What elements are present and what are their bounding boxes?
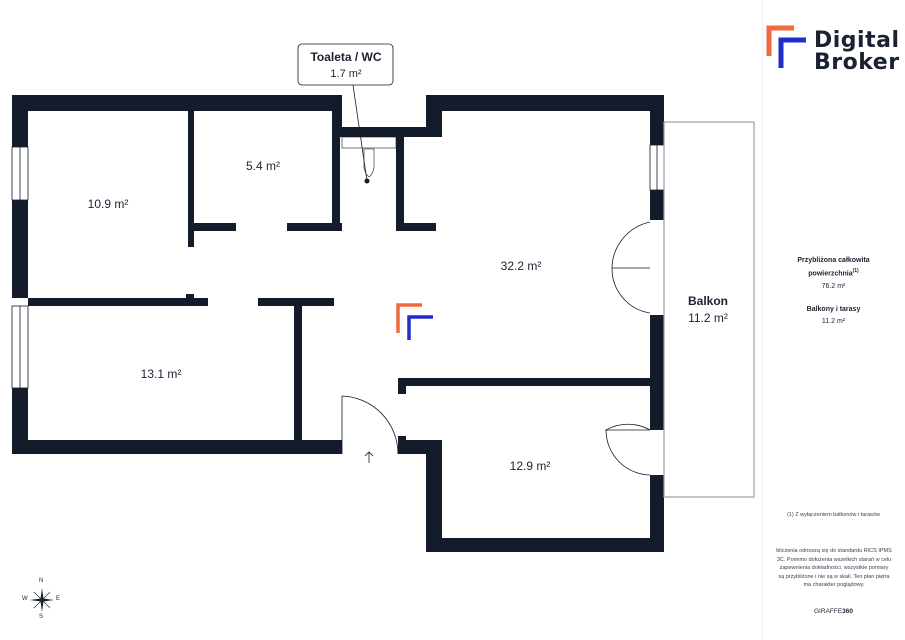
logo-word-digital: Digital: [814, 28, 900, 53]
room-area-13-1: 13.1 m²: [141, 367, 182, 381]
compass-e: E: [56, 596, 61, 602]
brand-mark-icon: [396, 303, 433, 340]
total-area-footnote-ref: (1): [852, 268, 859, 274]
compass-rose-icon: N S E W: [20, 578, 64, 622]
entrance-arrow-icon: [364, 451, 374, 463]
wc-title: Toaleta / WC: [310, 50, 381, 64]
room-area-12-9: 12.9 m²: [510, 459, 551, 473]
walls: [12, 95, 664, 552]
total-area-value: 76.2 m²: [821, 283, 846, 291]
room-area-10-9: 10.9 m²: [88, 197, 129, 211]
balcony-area-value: 11.2 m²: [821, 318, 846, 325]
giraffe360-credit: GIRAFFE360: [762, 608, 905, 615]
room-area-5-4: 5.4 m²: [246, 159, 280, 173]
logo-mark-icon: [766, 25, 806, 68]
footnote: (1) Z wyłączeniem balkonów i tarasów: [787, 512, 880, 518]
compass-s: S: [39, 614, 44, 620]
compass-w: W: [22, 596, 28, 602]
balcony-outline: [663, 121, 755, 498]
total-area-block: Przybliżona całkowita powierzchnia(1) 76…: [762, 256, 905, 292]
balcony-name: Balkon: [688, 294, 728, 308]
room-area-32-2: 32.2 m²: [501, 259, 542, 273]
giraffe-360: 360: [842, 608, 854, 615]
windows: [11, 144, 665, 389]
total-area-label-2: powierzchnia: [808, 270, 853, 278]
total-area-label-1: Przybliżona całkowita: [797, 257, 870, 264]
sidebar-divider: [762, 0, 763, 640]
balcony-area-block: Balkony i tarasy 11.2 m²: [762, 305, 905, 327]
wc-callout: Toaleta / WC 1.7 m²: [297, 43, 394, 182]
giraffe-text: GIRAFFE: [813, 608, 843, 615]
disclaimer: bliczenia odnoszą się do standardu RICS …: [776, 548, 892, 588]
balcony-area-label: Balkony i tarasy: [806, 306, 861, 313]
doors: [341, 221, 651, 476]
digital-broker-logo: Digital Broker: [766, 24, 902, 75]
floor-plan: Toaleta / WC 1.7 m² 10.9 m² 5.4 m² 13.1 …: [11, 43, 755, 552]
balcony-area: 11.2 m²: [688, 311, 728, 325]
info-sidebar: Digital Broker Przybliżona całkowita pow…: [762, 0, 905, 640]
wc-area: 1.7 m²: [330, 68, 362, 80]
compass-n: N: [39, 578, 44, 584]
logo-word-broker: Broker: [814, 50, 900, 75]
toilet-fixture: [341, 136, 397, 184]
